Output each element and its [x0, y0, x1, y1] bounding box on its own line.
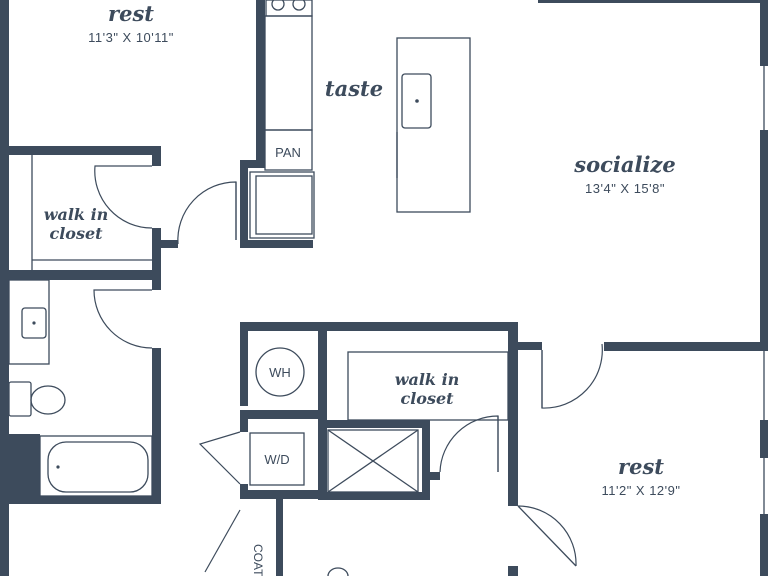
room-closet-left-line1: walk in — [44, 205, 109, 224]
room-living-name: socialize — [573, 152, 675, 177]
wall-core-left-d — [276, 499, 283, 576]
wall-core-left-a — [240, 322, 248, 406]
room-closet-right-line2: closet — [400, 389, 454, 408]
washer-dryer-label: W/D — [264, 452, 289, 467]
wall-closet-stub — [152, 240, 178, 248]
wall-closet-right-b — [152, 228, 161, 280]
burner-icon — [292, 0, 306, 11]
room-bedroom-top-dims: 11'3" X 10'11" — [88, 30, 174, 45]
wall-living-bottom — [604, 342, 768, 351]
refrigerator-inner — [255, 175, 313, 235]
drain-icon — [415, 99, 419, 103]
room-bedroom-bottom-name: rest — [618, 454, 664, 479]
wall-bedroom2-stub — [508, 566, 518, 576]
door-bath — [93, 289, 153, 349]
room-living-dims: 13'4" X 15'8" — [585, 181, 665, 196]
kitchen-counter — [264, 15, 313, 131]
wall-right-d — [760, 514, 768, 576]
door-bedroom2 — [541, 343, 603, 409]
refrigerator — [249, 171, 315, 239]
wall-shower-stub — [422, 472, 440, 480]
door-bath2 — [517, 505, 577, 567]
room-kitchen-name: taste — [325, 76, 383, 101]
door-closet-left — [94, 165, 153, 229]
water-heater-label: WH — [269, 365, 291, 380]
kitchen-island — [396, 37, 471, 213]
wall-bath-right-a — [152, 280, 161, 290]
toilet-bowl — [30, 385, 66, 415]
sink-partial — [327, 567, 349, 576]
bath-vanity — [8, 279, 50, 365]
door-utility — [198, 431, 241, 485]
fixtures: PAN WH W/D COAT — [8, 0, 509, 576]
room-closet-right-line1: walk in — [395, 370, 460, 389]
wall-shower-bottom — [318, 492, 430, 500]
wall-closet-bottom — [9, 270, 161, 280]
coat-closet-label: COAT — [251, 544, 265, 576]
drain-icon — [56, 465, 60, 469]
wall-kitchen-stub-v — [240, 160, 248, 248]
door-closet2 — [439, 415, 499, 473]
wall-bath-thick — [0, 434, 40, 504]
wall-closet2-stub — [508, 342, 542, 350]
room-bedroom-top-name: rest — [108, 1, 154, 26]
wall-kitchen-left — [256, 0, 265, 168]
wall-right-c — [760, 420, 768, 458]
door-closet-left-swing — [177, 181, 237, 245]
room-labels: rest 11'3" X 10'11" taste socialize 13'4… — [44, 1, 680, 498]
bath-sink — [21, 307, 47, 339]
water-heater — [255, 347, 305, 397]
wall-shower-top — [318, 420, 430, 428]
wall-bath-right-b — [152, 348, 161, 504]
island-sink — [401, 73, 432, 129]
bathtub-basin — [47, 441, 149, 493]
door-bath2-leaf — [517, 505, 577, 567]
door-coat — [204, 509, 241, 573]
bathtub — [39, 435, 153, 497]
wall-right-b — [760, 130, 768, 350]
wall-core-left-c — [240, 484, 248, 499]
wall-right-a — [760, 0, 768, 66]
burner-icon — [271, 0, 285, 11]
washer-dryer — [249, 432, 305, 486]
wall-closet-top — [9, 146, 161, 155]
wall-top-right — [538, 0, 768, 3]
shower — [327, 429, 419, 493]
pantry-label: PAN — [275, 145, 301, 160]
doors — [93, 165, 603, 573]
wall-wd-bottom — [240, 490, 327, 499]
wall-core-left-b — [240, 418, 248, 432]
wall-bath-bottom — [9, 496, 161, 504]
room-bedroom-bottom-dims: 11'2" X 12'9" — [601, 483, 680, 498]
wall-kitchen-stub — [240, 160, 265, 168]
wall-closet2-right — [508, 322, 518, 506]
drain-icon — [32, 321, 36, 325]
room-closet-left-line2: closet — [49, 224, 103, 243]
shower-slope — [327, 429, 419, 493]
wall-closet-right-a — [152, 146, 161, 166]
wall-core-top — [240, 322, 518, 331]
closet-shelf — [347, 351, 509, 421]
wall-wh-bottom — [240, 410, 327, 419]
toilet-tank — [8, 381, 32, 417]
wall-kitchen-bottom — [240, 240, 313, 248]
pantry — [264, 129, 313, 171]
wall-left-exterior — [0, 0, 9, 576]
wall-shower-right — [422, 420, 430, 500]
